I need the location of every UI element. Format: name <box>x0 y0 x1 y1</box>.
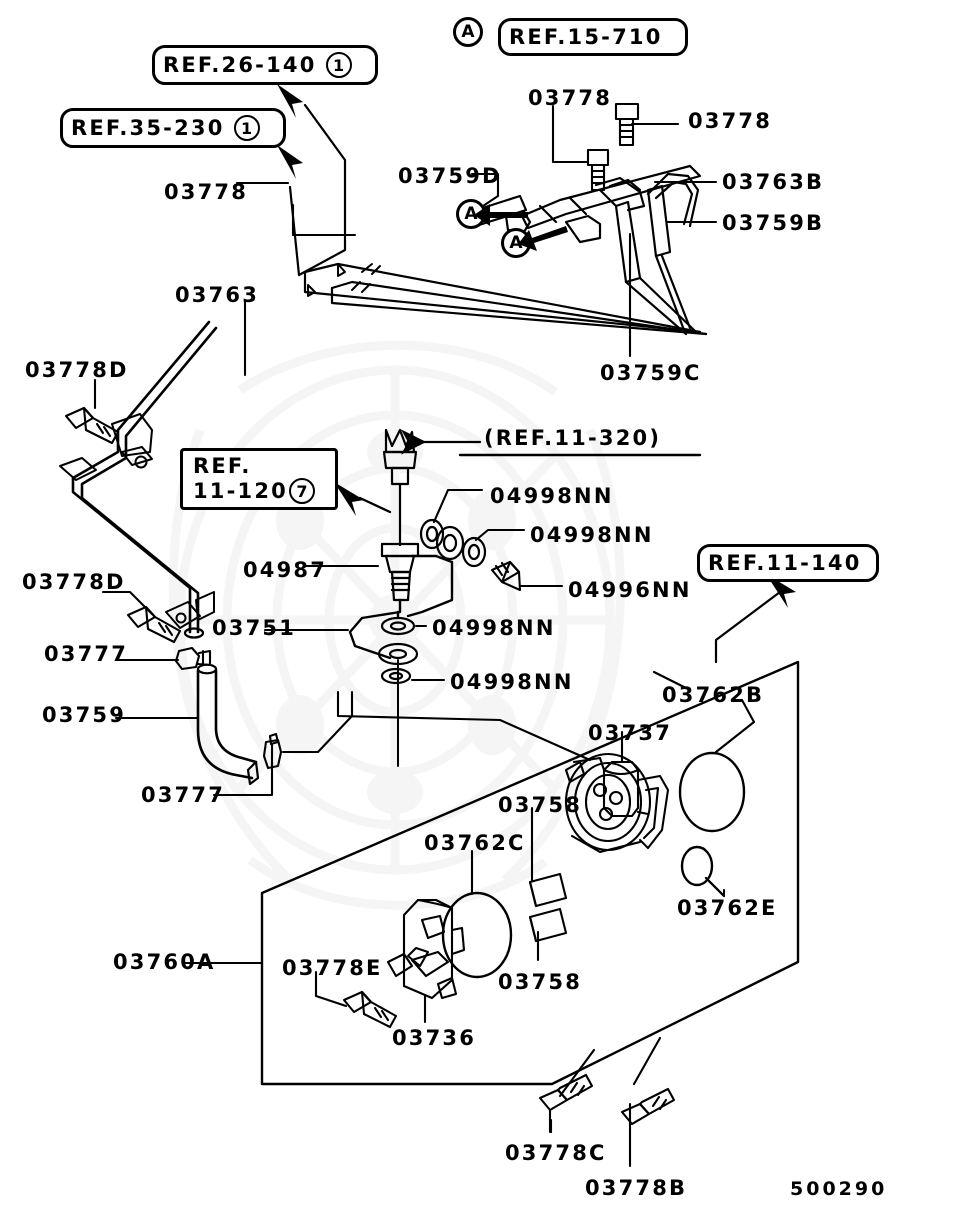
ref-box-15-710[interactable]: REF.15-710 <box>498 18 688 56</box>
marker-a-lower: A <box>501 228 531 258</box>
part-03737: 03737 <box>588 721 673 745</box>
part-03778d-lower: 03778D <box>22 570 126 594</box>
ref-box-11-140[interactable]: REF.11-140 <box>697 544 879 582</box>
ref-26-140-qty: 1 <box>325 52 352 78</box>
part-04998nn-4: 04998NN <box>450 670 574 694</box>
part-04998nn-3: 04998NN <box>432 616 556 640</box>
part-03751: 03751 <box>212 616 297 640</box>
drawing-number: 500290 <box>790 1178 888 1200</box>
part-03778c: 03778C <box>505 1141 607 1165</box>
part-03759b: 03759B <box>722 211 825 235</box>
marker-a-ref15710: A <box>453 17 483 47</box>
ref-35-230-label: REF.35-230 <box>71 116 225 140</box>
part-04987: 04987 <box>243 558 328 582</box>
ref-11-120-line2: 11-120 <box>193 479 288 503</box>
part-03778d-upper: 03778D <box>25 358 129 382</box>
ref-box-35-230[interactable]: REF.35-230 1 <box>60 108 286 148</box>
part-03778-top-right: 03778 <box>688 109 773 133</box>
marker-a-lower-text: A <box>509 233 523 253</box>
ref-11-140-label: REF.11-140 <box>708 551 862 575</box>
part-03778e: 03778E <box>282 956 383 980</box>
marker-a-text: A <box>461 22 475 42</box>
part-04996nn: 04996NN <box>568 578 692 602</box>
part-03763: 03763 <box>175 283 260 307</box>
part-03759: 03759 <box>42 703 127 727</box>
ref-11-120-line1: REF. <box>193 454 252 478</box>
ref-box-26-140[interactable]: REF.26-140 1 <box>152 45 378 85</box>
ref-11-320-label: (REF.11-320) <box>484 426 662 450</box>
part-03763b: 03763B <box>722 170 825 194</box>
ref-11-120-qty: 7 <box>288 478 315 504</box>
part-03736: 03736 <box>392 1026 477 1050</box>
part-04998nn-1: 04998NN <box>490 484 614 508</box>
part-03777-lower: 03777 <box>141 783 226 807</box>
part-03762b: 03762B <box>662 683 765 707</box>
part-03759c: 03759C <box>600 361 702 385</box>
ref-box-11-120[interactable]: REF. 11-120 7 <box>180 448 338 510</box>
part-03762e: 03762E <box>677 896 778 920</box>
part-03778-top-mid: 03778 <box>528 86 613 110</box>
part-04998nn-2: 04998NN <box>530 523 654 547</box>
part-03759d: 03759D <box>398 164 502 188</box>
part-03778-upper-left: 03778 <box>164 180 249 204</box>
ref-26-140-label: REF.26-140 <box>163 53 317 77</box>
part-03758-lower: 03758 <box>498 970 583 994</box>
part-03762c: 03762C <box>424 831 526 855</box>
ref-15-710-label: REF.15-710 <box>509 25 663 49</box>
part-03760a: 03760A <box>113 950 216 974</box>
part-03777-upper: 03777 <box>44 642 129 666</box>
part-03778b: 03778B <box>585 1176 688 1200</box>
part-03758-upper: 03758 <box>498 793 583 817</box>
marker-a-upper-text: A <box>464 204 478 224</box>
ref-35-230-qty: 1 <box>233 115 260 141</box>
